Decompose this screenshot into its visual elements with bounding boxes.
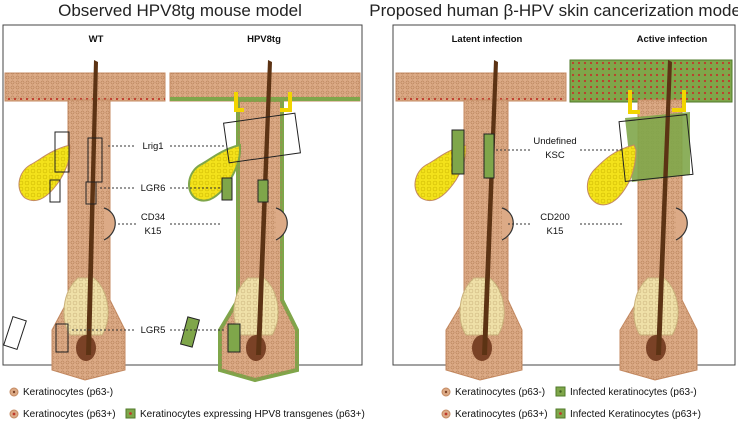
label-lgr6: LGR6 — [141, 183, 166, 194]
yellow-marker-left — [234, 92, 244, 112]
sebaceous-gland — [188, 143, 241, 202]
left-panel-frame — [2, 24, 363, 366]
infected-upper-follicle — [625, 112, 690, 182]
bulge — [103, 207, 116, 241]
hair-bulb — [63, 277, 109, 336]
hair-bulb — [233, 277, 279, 336]
lgr5-box-wt-b — [55, 323, 69, 353]
hair-shaft — [256, 60, 272, 355]
legend-label-p63-pos: Keratinocytes (p63+) — [23, 409, 116, 420]
legend-right: Keratinocytes (p63-) Keratinocytes (p63+… — [441, 386, 701, 420]
legend-label-p63-neg: Keratinocytes (p63-) — [455, 387, 545, 398]
follicle-wt — [3, 60, 166, 381]
right-panel-title: Proposed human β-HPV skin cancerization … — [369, 1, 738, 20]
legend-left: Keratinocytes (p63-) Keratinocytes (p63+… — [9, 387, 365, 420]
label-cd200: CD200 — [540, 212, 570, 223]
hair-bulb — [633, 277, 679, 336]
lgr6-box-tg-b — [257, 179, 269, 203]
sebaceous-gland — [586, 144, 637, 206]
dermal-papilla — [76, 335, 96, 361]
label-k15-right: K15 — [547, 226, 564, 237]
yellow-marker-right — [672, 90, 686, 112]
legend-label-infected-neg: Infected keratinocytes (p63-) — [570, 387, 697, 398]
dermal-papilla — [472, 335, 492, 361]
yellow-marker-right — [280, 92, 292, 112]
label-lgr5: LGR5 — [141, 325, 166, 336]
active-infection-header: Active infection — [637, 34, 708, 45]
hair-bulb — [459, 277, 505, 336]
lgr5-box-tg-a — [179, 316, 201, 348]
hpv8tg-header: HPV8tg — [247, 34, 281, 45]
legend-label-p63-neg: Keratinocytes (p63-) — [23, 387, 113, 398]
right-panel-frame — [392, 24, 736, 366]
follicle-hpv8tg — [169, 60, 361, 383]
hair-shaft — [86, 60, 98, 355]
ksc-box-active — [618, 114, 694, 182]
label-undefined: Undefined — [533, 136, 576, 147]
lgr5-box-tg-b — [227, 323, 241, 353]
bulge — [501, 207, 514, 241]
ksc-box-latent-a — [451, 129, 465, 175]
lgr5-box-wt-a — [3, 315, 27, 351]
hair-shaft — [656, 60, 672, 355]
legend-label-transgene: Keratinocytes expressing HPV8 transgenes… — [140, 409, 365, 420]
lgr6-box-wt-b — [85, 181, 97, 205]
yellow-marker-left — [628, 90, 640, 114]
lrig1-box-wt-a — [54, 131, 70, 173]
sebaceous-gland — [18, 144, 71, 202]
label-lrig1: Lrig1 — [142, 141, 163, 152]
lgr6-box-tg-a — [221, 177, 233, 201]
left-panel-title: Observed HPV8tg mouse model — [58, 1, 302, 20]
lgr6-box-wt-a — [49, 179, 61, 203]
label-ksc: KSC — [545, 150, 565, 161]
bulge — [275, 207, 288, 241]
legend-label-p63-pos: Keratinocytes (p63+) — [455, 409, 548, 420]
latent-infection-header: Latent infection — [452, 34, 523, 45]
wt-header: WT — [89, 34, 104, 45]
infected-epidermis — [569, 59, 733, 103]
lrig1-box-tg — [223, 112, 301, 164]
bulge — [675, 207, 688, 241]
dermal-papilla — [646, 335, 666, 361]
right-annotations: Undefined KSC CD200 K15 — [496, 136, 622, 237]
follicle-latent — [395, 60, 567, 381]
left-annotations: Lrig1 LGR6 CD34 K15 LGR5 — [72, 141, 226, 336]
follicle-active — [569, 59, 733, 381]
ksc-box-latent-b — [483, 133, 495, 179]
label-k15-left: K15 — [145, 226, 162, 237]
label-cd34: CD34 — [141, 212, 165, 223]
legend-label-infected-pos: Infected Keratinocytes (p63+) — [570, 409, 701, 420]
dermal-papilla — [246, 335, 266, 361]
